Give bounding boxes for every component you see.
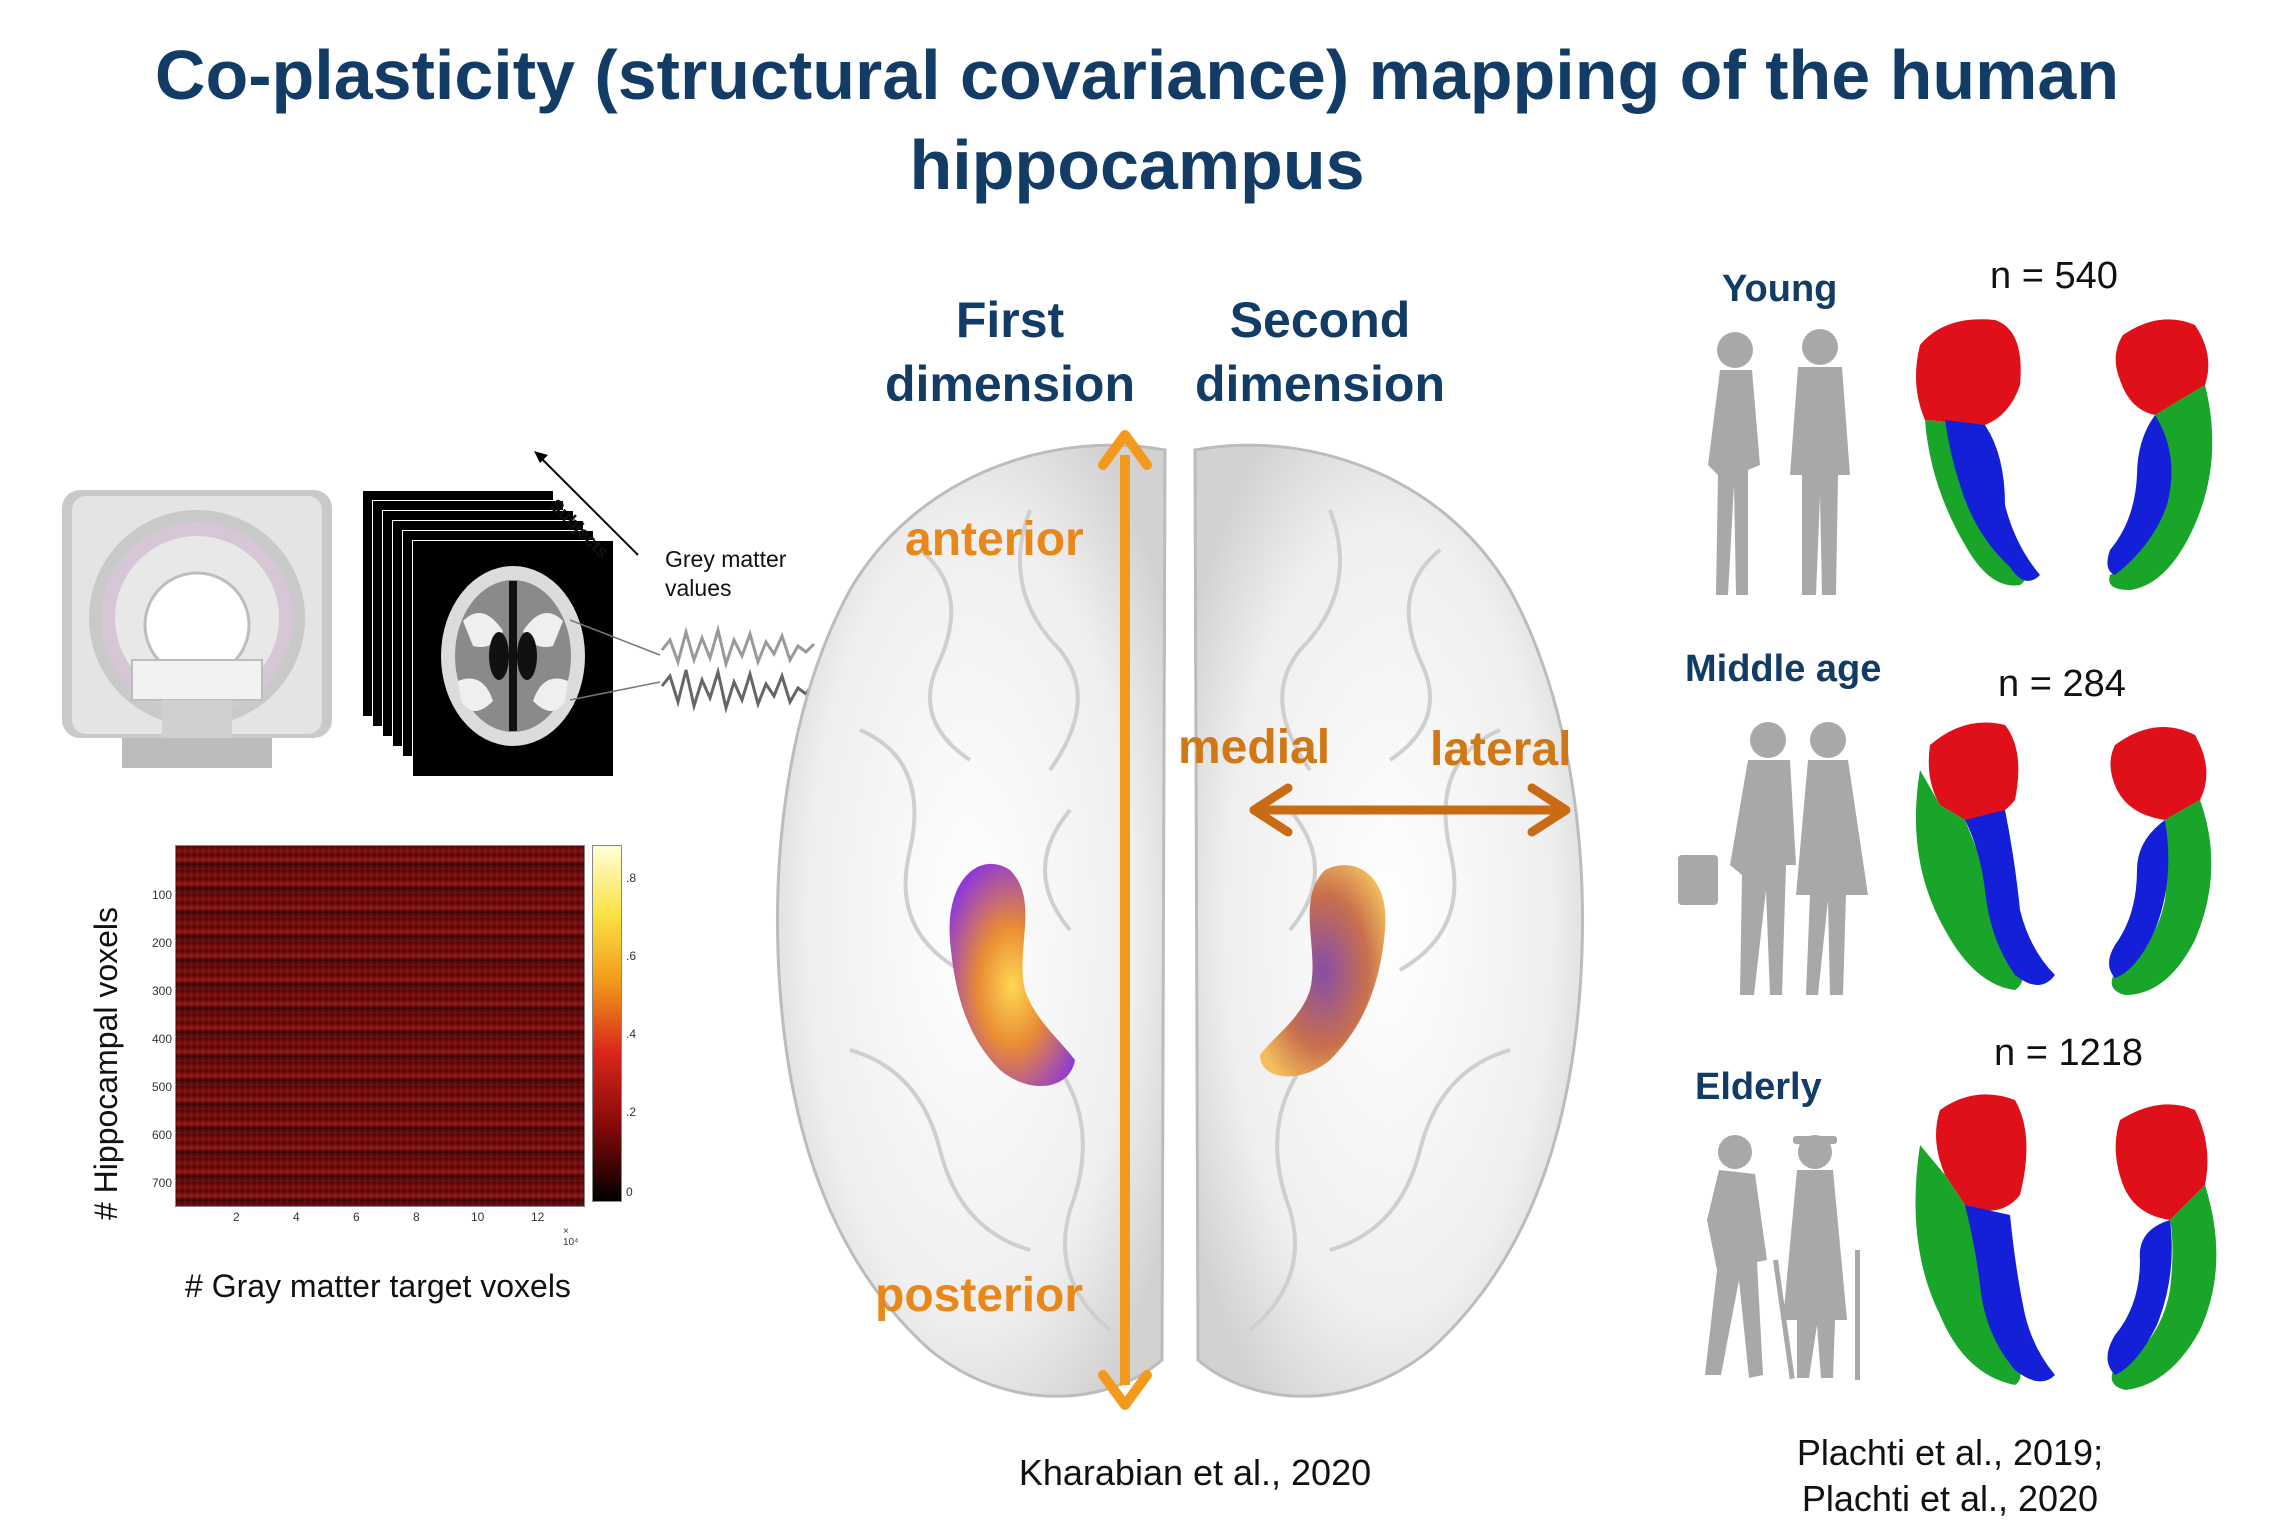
colorbar <box>592 845 622 1202</box>
colorbar-ticks: .8 .6 .4 .2 0 <box>626 845 656 1205</box>
right-citation-line1: Plachti et al., 2019; <box>1796 1432 2104 1473</box>
grey-matter-signal-icon <box>569 619 816 714</box>
group-label-middle-age: Middle age <box>1685 648 1882 690</box>
hippocampus-parcellation-elderly-icon <box>1915 1094 2217 1390</box>
center-citation: Kharabian et al., 2020 <box>1018 1452 1372 1493</box>
group-n-middle-age: n = 284 <box>1998 663 2126 705</box>
matrix-xticks: 2 4 6 8 10 12 × 10⁴ <box>175 1210 583 1248</box>
subjects-arrow-icon <box>534 451 639 556</box>
posterior-label: posterior <box>875 1269 1084 1322</box>
group-n-elderly: n = 1218 <box>1994 1032 2143 1074</box>
first-dimension-label: First dimension <box>884 292 1136 412</box>
xtick-label: 6 <box>353 1210 360 1224</box>
matrix-xlabel: # Gray matter target voxels <box>185 1268 571 1304</box>
medial-label: medial <box>1178 721 1331 774</box>
colorbar-tick: .2 <box>626 1105 637 1119</box>
mri-slice-stack <box>362 490 614 777</box>
lateral-label: lateral <box>1430 723 1572 776</box>
covariance-matrix <box>175 845 585 1207</box>
grey-matter-label: Grey matter values <box>665 546 787 601</box>
ytick-label: 600 <box>151 1128 172 1142</box>
ytick-label: 200 <box>151 936 172 950</box>
xtick-label: 12 <box>531 1210 545 1224</box>
brain-top-view-icon <box>776 443 1584 1398</box>
matrix-ylabel: # Hippocampal voxels <box>88 906 124 1220</box>
group-label-young: Young <box>1722 268 1838 310</box>
colorbar-tick: .4 <box>626 1027 637 1041</box>
group-label-elderly: Elderly <box>1695 1066 1822 1108</box>
anterior-label: anterior <box>905 513 1084 566</box>
second-dimension-label: Second dimension <box>1194 292 1446 412</box>
xtick-label: 4 <box>293 1210 300 1224</box>
young-couple-icon <box>1708 329 1850 595</box>
elderly-couple-icon <box>1705 1135 1860 1380</box>
hippocampus-parcellation-young-icon <box>1916 319 2213 590</box>
colorbar-tick: .6 <box>626 949 637 963</box>
x-exponent: × 10⁴ <box>563 1226 579 1248</box>
slide-title: Co-plasticity (structural covariance) ma… <box>154 36 2120 204</box>
xtick-label: 8 <box>413 1210 420 1224</box>
medial-lateral-arrow-icon <box>1249 783 1571 837</box>
ytick-label: 400 <box>151 1032 172 1046</box>
colorbar-tick: .8 <box>626 871 637 885</box>
xtick-label: 2 <box>233 1210 240 1224</box>
xtick-label: 10 <box>471 1210 485 1224</box>
group-n-young: n = 540 <box>1990 255 2118 297</box>
right-citation-line2: Plachti et al., 2020 <box>1801 1478 2099 1519</box>
brain-slice-icon <box>441 566 585 746</box>
ytick-label: 700 <box>151 1176 172 1190</box>
hippocampus-parcellation-middle-age-icon <box>1915 722 2212 995</box>
matrix-yticks: 100 200 300 400 500 600 700 <box>140 860 172 1200</box>
ytick-label: 300 <box>151 984 172 998</box>
mri-scanner-icon <box>62 490 332 768</box>
ytick-label: 500 <box>151 1080 172 1094</box>
colorbar-tick: 0 <box>626 1185 633 1199</box>
middle-age-couple-icon <box>1678 722 1868 995</box>
anterior-posterior-arrow-icon <box>1098 430 1152 1410</box>
ytick-label: 100 <box>151 888 172 902</box>
